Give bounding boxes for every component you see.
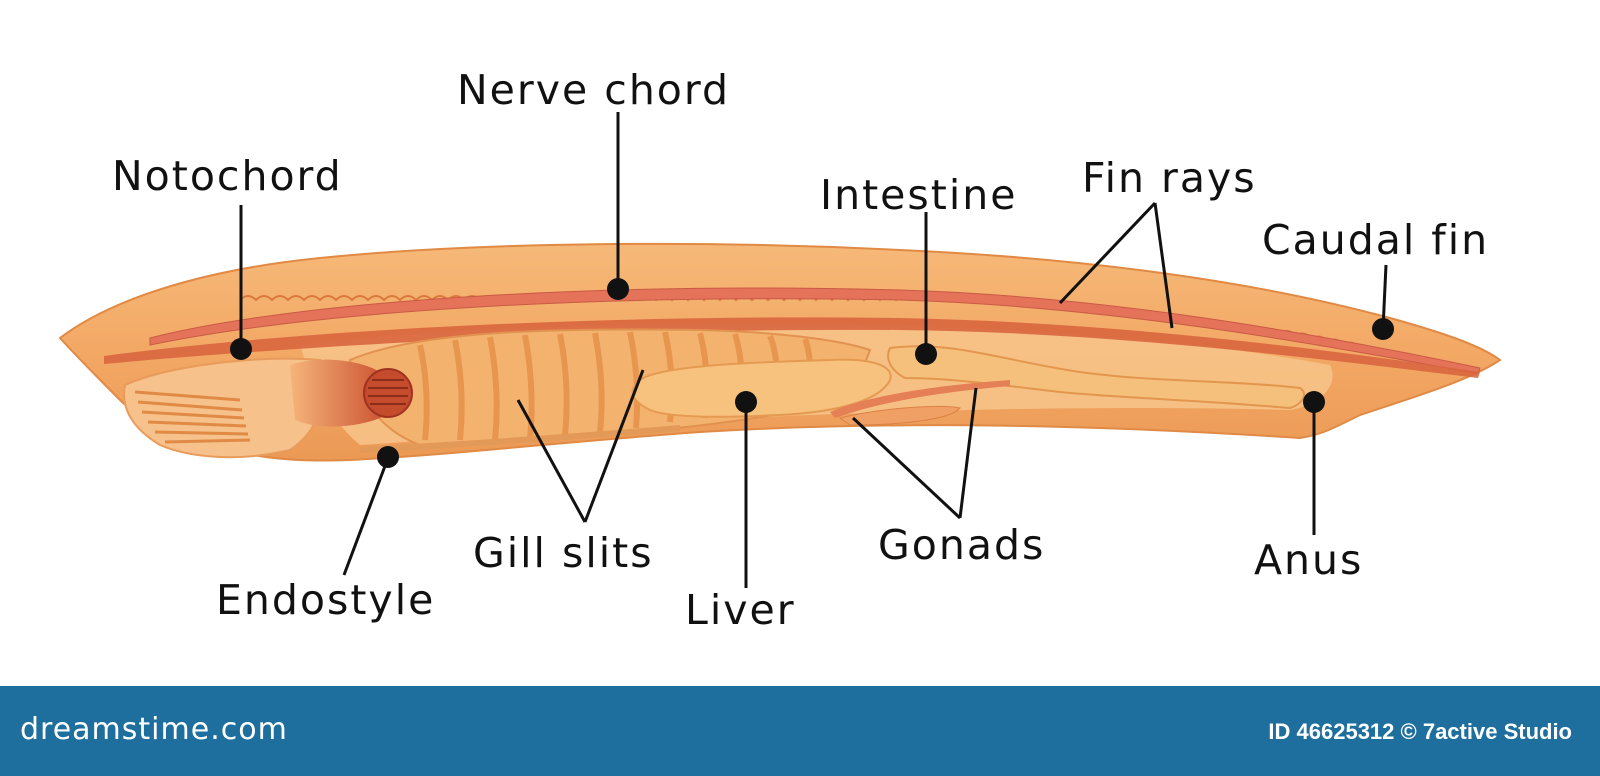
footer-logo[interactable]: dreamstime.com xyxy=(20,712,288,747)
label-liver: Liver xyxy=(685,586,796,634)
label-notochord: Notochord xyxy=(112,152,343,200)
label-intestine: Intestine xyxy=(820,171,1018,219)
label-anus: Anus xyxy=(1254,536,1364,584)
leader-gill-a xyxy=(516,399,587,523)
label-caudal-fin: Caudal fin xyxy=(1262,216,1490,264)
marker-dots xyxy=(230,278,1394,468)
label-gill-slits: Gill slits xyxy=(473,529,654,577)
amphioxus-diagram xyxy=(58,112,1502,588)
label-nerve-chord: Nerve chord xyxy=(457,66,731,114)
label-endostyle: Endostyle xyxy=(216,576,436,624)
label-gonads: Gonads xyxy=(878,521,1046,569)
velum-ring xyxy=(363,368,413,418)
leader-gonads-a xyxy=(851,416,962,520)
dot-intestine xyxy=(915,343,937,365)
dot-endostyle xyxy=(377,446,399,468)
leader-gill-b xyxy=(583,369,645,523)
liver-shape xyxy=(631,358,892,418)
dot-caudal-fin xyxy=(1372,318,1394,340)
dot-anus xyxy=(1303,391,1325,413)
label-fin-rays: Fin rays xyxy=(1082,154,1257,202)
dot-liver xyxy=(735,391,757,413)
leader-endostyle xyxy=(342,457,390,576)
gonads-shape-2 xyxy=(838,405,961,426)
dot-notochord xyxy=(230,338,252,360)
leader-lines xyxy=(239,112,1388,588)
notochord-shape xyxy=(104,317,1480,378)
endostyle-shape xyxy=(359,425,681,453)
intestine-shape xyxy=(887,345,1306,410)
leader-fin-rays-a xyxy=(1058,201,1157,305)
footer-bar: dreamstime.com ID 46625312 © 7active Stu… xyxy=(0,686,1600,776)
leader-fin-rays-b xyxy=(1153,202,1174,329)
dot-nerve-chord xyxy=(607,278,629,300)
gonads-shape xyxy=(830,380,1010,418)
leader-gonads-b xyxy=(958,387,978,519)
velum xyxy=(290,359,395,427)
footer-credit: ID 46625312 © 7active Studio xyxy=(1268,719,1572,744)
oral-cirri xyxy=(134,390,251,444)
